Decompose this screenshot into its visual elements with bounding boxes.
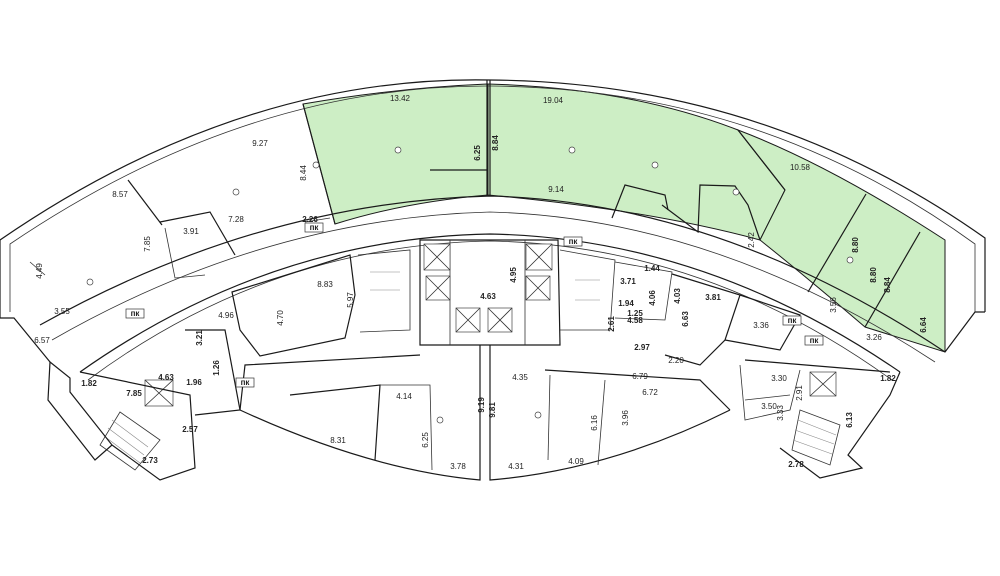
pk-tags: пк пк пк пк пк пк <box>125 222 824 388</box>
core-block <box>231 239 801 366</box>
dimension-label: 2.73 <box>142 456 158 465</box>
pk-tag-box <box>563 236 583 247</box>
dimension-label: 6.25 <box>421 432 430 448</box>
dimension-label: 8.80 <box>869 267 878 283</box>
stairs <box>99 409 841 471</box>
dimension-label: 8.84 <box>491 135 500 151</box>
dimension-label: 10.58 <box>790 163 811 172</box>
dimension-label: 6.64 <box>919 317 928 333</box>
dimension-label: 2.42 <box>747 232 756 248</box>
upper-partitions <box>29 103 921 328</box>
dimension-label: 13.42 <box>390 94 411 103</box>
dimension-label: 3.78 <box>450 462 466 471</box>
dimension-label: 8.44 <box>299 165 308 181</box>
dimension-label: 4.49 <box>35 263 44 279</box>
dimension-label: 1.25 <box>627 309 643 318</box>
dimension-label: 4.63 <box>480 292 496 301</box>
dimension-label: 3.21 <box>195 330 204 346</box>
dimension-label: 4.70 <box>276 310 285 326</box>
dimension-label: 1.44 <box>644 264 660 273</box>
dimension-label: 7.85 <box>126 389 142 398</box>
pk-tag-box <box>782 315 802 326</box>
dimension-label: 8.57 <box>112 190 128 199</box>
dimension-label: 1.96 <box>186 378 202 387</box>
dimension-label: 2.91 <box>795 385 804 401</box>
dimension-label: 19.04 <box>543 96 564 105</box>
corridor <box>39 195 946 381</box>
dimension-label: 8.31 <box>330 436 346 445</box>
dimension-label: 6.57 <box>34 336 50 345</box>
pk-tag-box <box>804 335 824 346</box>
dimension-label: 3.91 <box>183 227 199 236</box>
dimension-label: 6.72 <box>642 388 658 397</box>
dimension-label: 2.78 <box>788 460 804 469</box>
dimension-label: 9.27 <box>252 139 268 148</box>
dimension-label: 4.09 <box>568 457 584 466</box>
lift-shafts <box>144 243 837 407</box>
dimension-label: 8.84 <box>883 277 892 293</box>
dimension-label: 1.26 <box>212 360 221 376</box>
dimension-label: 4.35 <box>512 373 528 382</box>
pk-tag: пк <box>788 316 798 325</box>
dimension-label: 6.63 <box>681 311 690 327</box>
dimension-label: 9.19 <box>477 397 486 413</box>
dimension-label: 6.16 <box>590 415 599 431</box>
dimension-label: 4.95 <box>509 267 518 283</box>
pk-tag: пк <box>810 336 820 345</box>
dimension-label: 6.13 <box>845 412 854 428</box>
dimension-label: 3.36 <box>753 321 769 330</box>
dimension-label: 3.71 <box>620 277 636 286</box>
dimension-label: 6.79 <box>632 372 648 381</box>
pk-tag: пк <box>310 223 320 232</box>
dimension-label: 7.28 <box>228 215 244 224</box>
dimension-label: 3.30 <box>771 374 787 383</box>
dimension-label: 3.26 <box>866 333 882 342</box>
dimension-label: 4.96 <box>218 311 234 320</box>
dimension-label: 3.81 <box>705 293 721 302</box>
dimension-label: 3.50 <box>761 402 777 411</box>
dimension-labels: 13.42 19.04 9.27 8.44 6.25 8.84 10.58 9.14 8.57 7… <box>34 94 928 471</box>
pk-tag-box <box>235 377 255 388</box>
dimension-label: 4.31 <box>508 462 524 471</box>
highlighted-offices <box>302 83 946 353</box>
dimension-label: 8.83 <box>317 280 333 289</box>
dimension-label: 9.14 <box>548 185 564 194</box>
dimension-label: 7.85 <box>143 236 152 252</box>
dimension-label: 2.20 <box>668 356 684 365</box>
office-highlight-1058[interactable] <box>736 128 946 353</box>
pk-tag: пк <box>241 378 251 387</box>
building-shell <box>0 79 986 363</box>
dimension-label: 2.57 <box>182 425 198 434</box>
dimension-label: 5.97 <box>346 292 355 308</box>
dimension-label: 3.33 <box>776 405 785 421</box>
dimension-label: 2.61 <box>607 316 616 332</box>
dimension-label: 3.96 <box>621 410 630 426</box>
pk-tag: пк <box>569 237 579 246</box>
dimension-label: 8.80 <box>851 237 860 253</box>
dimension-label: 3.56 <box>829 297 838 313</box>
dimension-label: 4.14 <box>396 392 412 401</box>
dimension-label: 4.63 <box>158 373 174 382</box>
dimension-label: 2.97 <box>634 343 650 352</box>
pk-tag-box <box>304 222 324 233</box>
dimension-label: 4.03 <box>673 288 682 304</box>
dimension-label: 1.82 <box>880 374 896 383</box>
dimension-label: 6.25 <box>473 145 482 161</box>
dimension-label: 9.81 <box>488 402 497 418</box>
dimension-label: 4.58 <box>627 316 643 325</box>
dimension-label: 1.82 <box>81 379 97 388</box>
dimension-label: 3.55 <box>54 307 70 316</box>
dimension-label: 4.06 <box>648 290 657 306</box>
dimension-label: 2.26 <box>302 215 318 224</box>
dimension-label: 1.94 <box>618 299 634 308</box>
pk-tag: пк <box>131 309 141 318</box>
office-highlight-1904[interactable] <box>487 83 786 241</box>
ceiling-points <box>86 146 854 424</box>
pk-tag-box <box>125 308 145 319</box>
lower-offices <box>47 329 901 481</box>
